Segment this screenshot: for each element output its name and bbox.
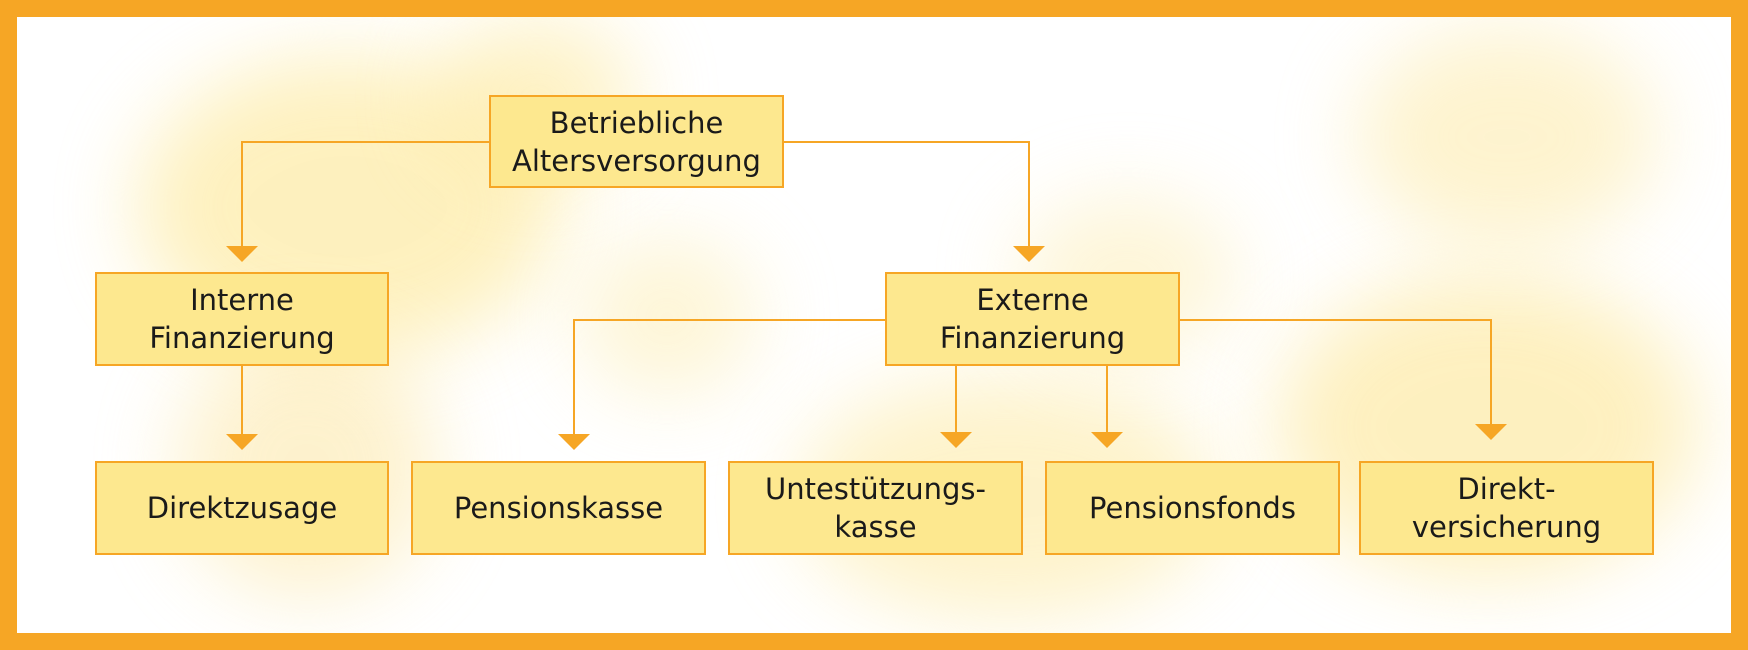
arrowhead-internal: [226, 246, 258, 262]
node-leaf-box: [411, 461, 706, 555]
node-root-label: Betriebliche Altersversorgung: [512, 105, 761, 178]
node-root-box: [489, 95, 784, 188]
node-internal-box: [95, 272, 389, 366]
arrowhead-pensionsfonds: [1091, 432, 1123, 448]
node-leaf-pensionskasse: Pensionskasse: [453, 491, 664, 525]
node-leaf-pensionsfonds: Pensionsfonds: [1089, 491, 1296, 525]
arrowhead-pensionskasse: [558, 434, 590, 450]
node-leaf-box: [95, 461, 389, 555]
node-leaf-unterstuetzungskasse: Untestützungs- kasse: [764, 472, 986, 544]
arrowhead-unterstuetzungskasse: [940, 432, 972, 448]
connector-external-pensionskasse: [573, 319, 886, 436]
node-external-label: Externe Finanzierung: [939, 283, 1126, 355]
node-leaf-box: [1045, 461, 1340, 555]
node-leaf-box: [728, 461, 1023, 555]
arrowhead-direktzusage: [226, 434, 258, 450]
background-blob: [577, 237, 757, 397]
node-internal-label: Interne Finanzierung: [149, 283, 335, 355]
connector-external-direktversicherung: [1179, 319, 1492, 426]
node-leaf-direktversicherung: Direkt- versicherung: [1411, 472, 1602, 544]
background-blob: [1357, 27, 1657, 247]
arrowhead-direktversicherung: [1475, 424, 1507, 440]
node-external-box: [885, 272, 1180, 366]
connector-root-external: [783, 141, 1030, 248]
node-leaf-box: [1359, 461, 1654, 555]
arrowhead-external: [1013, 246, 1045, 262]
node-leaf-direktzusage: Direktzusage: [146, 491, 338, 525]
connector-root-internal: [241, 141, 490, 248]
